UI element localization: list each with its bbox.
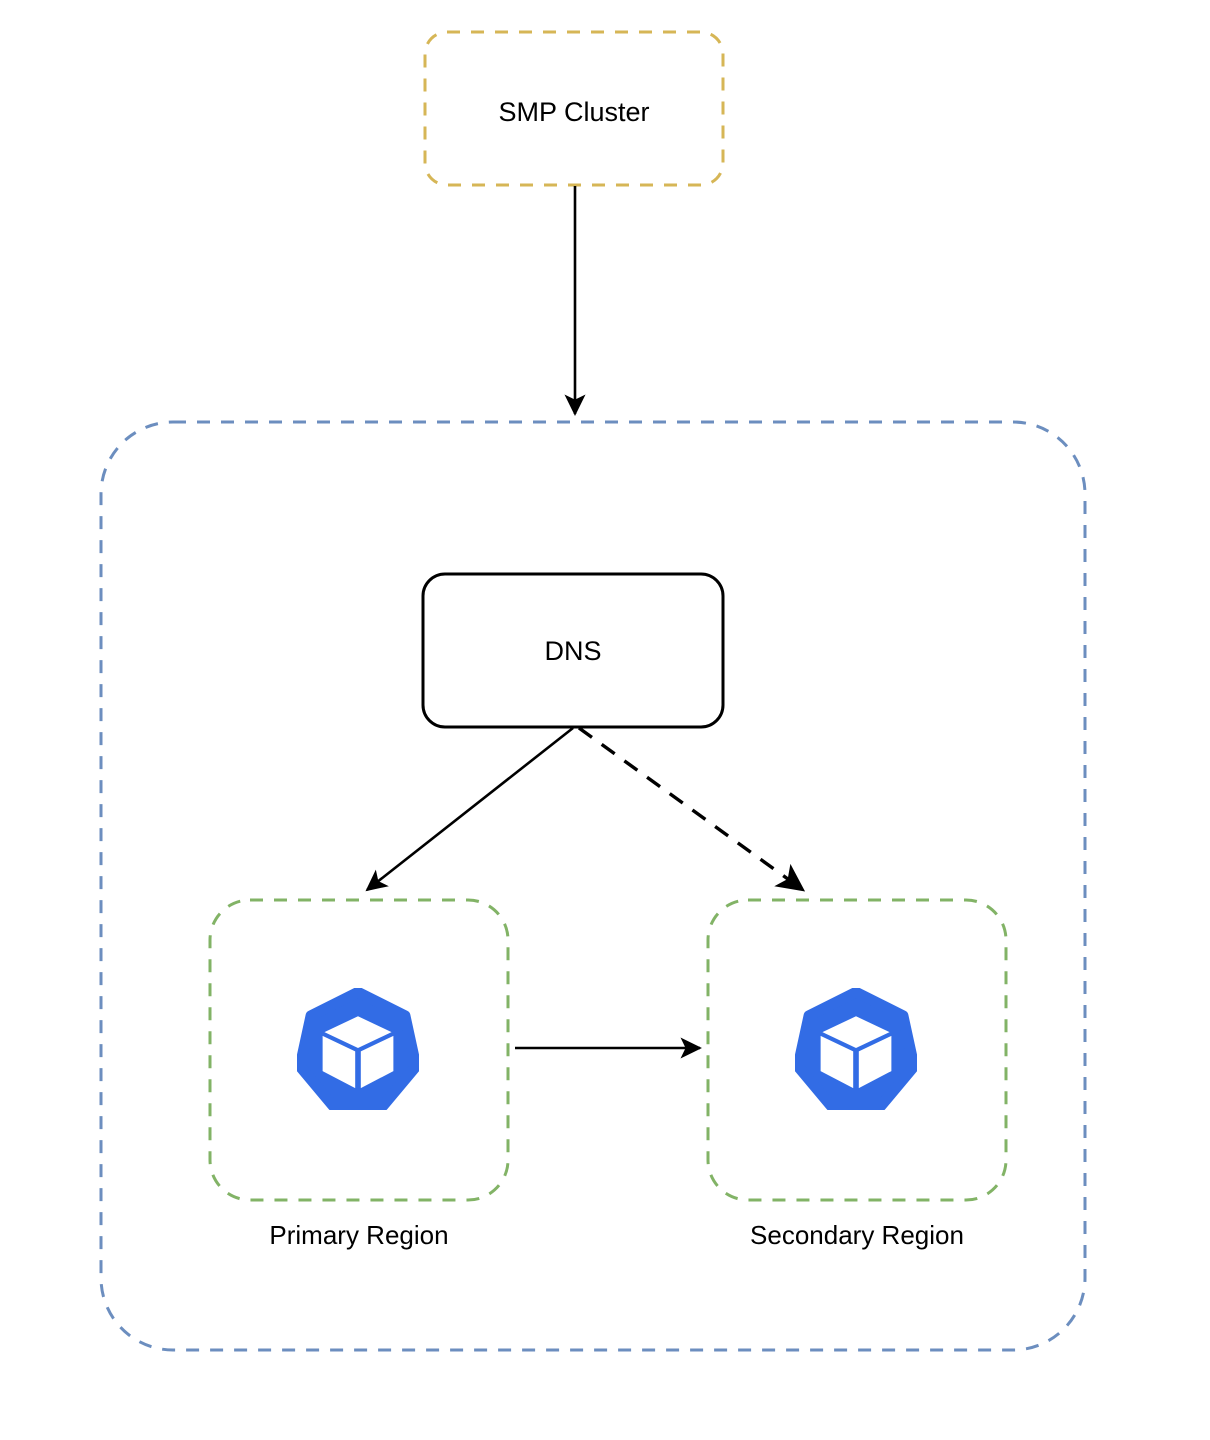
kubernetes-icon [795,988,917,1110]
edge-dns-to-secondary [578,726,806,892]
platform-container-box [99,420,1087,1352]
smp-cluster-box[interactable] [423,30,725,187]
dns-box[interactable] [421,572,725,729]
primary-region-box[interactable] [208,898,510,1202]
edge-dns-to-primary [365,726,574,892]
secondary-region-box[interactable] [706,898,1008,1202]
kubernetes-icon [297,988,419,1110]
